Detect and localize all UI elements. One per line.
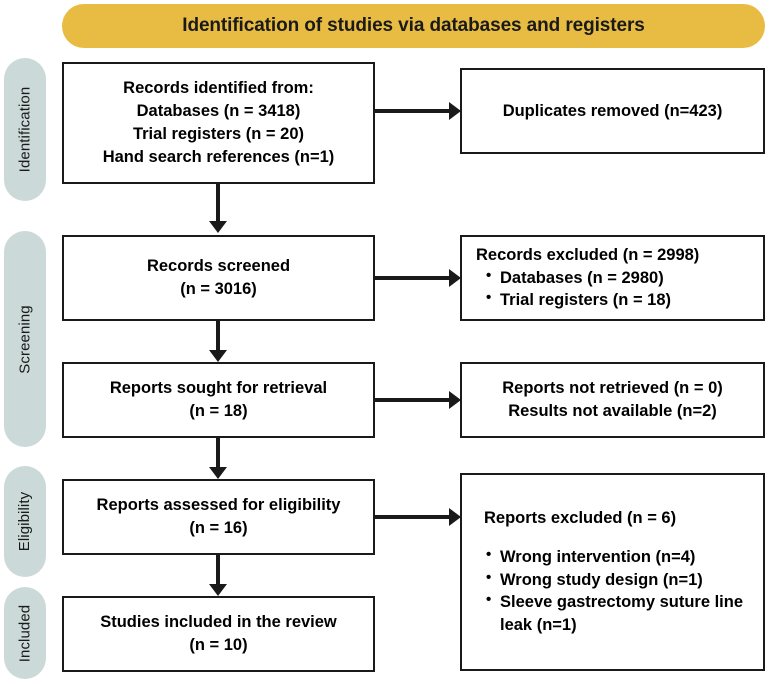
- box-reports-not-retrieved: Reports not retrieved (n = 0) Results no…: [460, 362, 765, 438]
- arrowhead-identified-to-duplicates: [449, 102, 461, 120]
- arrowhead-sought-to-assessed: [209, 467, 227, 479]
- connector-screened-to-excluded: [375, 276, 452, 280]
- records-identified-line-2: Databases (n = 3418): [136, 102, 301, 121]
- stage-label-eligibility: Eligibility: [16, 491, 34, 552]
- records-identified-line-4: Hand search references (n=1): [102, 147, 335, 166]
- stage-pill-identification: Identification: [4, 58, 46, 201]
- arrowhead-identified-to-screened: [209, 221, 227, 233]
- stage-pill-included: Included: [4, 587, 46, 679]
- arrowhead-assessed-to-excluded: [449, 508, 461, 526]
- connector-sought-to-not-retrieved: [375, 398, 452, 402]
- box-studies-included: Studies included in the review (n = 10): [62, 596, 375, 672]
- connector-identified-to-duplicates: [375, 109, 452, 113]
- records-identified-line-1: Records identified from:: [123, 79, 314, 98]
- records-identified-line-3: Trial registers (n = 20): [132, 125, 305, 143]
- stage-label-screening: Screening: [16, 304, 34, 374]
- stage-pill-screening: Screening: [4, 231, 46, 447]
- arrowhead-screened-to-sought: [209, 350, 227, 362]
- reports-assessed-line-2: (n = 16): [189, 519, 248, 537]
- reports-excluded-heading: Reports excluded (n = 6): [484, 509, 677, 528]
- connector-sought-to-assessed: [216, 438, 220, 470]
- reports-assessed-line-1: Reports assessed for eligibility: [96, 496, 341, 515]
- duplicates-removed-line-1: Duplicates removed (n=423): [502, 101, 723, 120]
- reports-sought-line-1: Reports sought for retrieval: [109, 379, 328, 398]
- stage-label-identification: Identification: [16, 86, 34, 173]
- box-records-identified: Records identified from: Databases (n = …: [62, 62, 375, 184]
- stage-pill-eligibility: Eligibility: [4, 466, 46, 577]
- reports-excluded-bullet-list: Wrong intervention (n=4) Wrong study des…: [462, 545, 752, 637]
- arrowhead-assessed-to-included: [209, 584, 227, 596]
- box-records-screened: Records screened (n = 3016): [62, 235, 375, 321]
- records-excluded-bullet-list: Databases (n = 2980) Trial registers (n …: [462, 266, 671, 313]
- connector-assessed-to-included: [216, 555, 220, 587]
- connector-assessed-to-excluded: [375, 515, 452, 519]
- studies-included-line-1: Studies included in the review: [100, 613, 337, 632]
- reports-sought-line-2: (n = 18): [189, 402, 248, 420]
- arrowhead-sought-to-not-retrieved: [449, 391, 461, 409]
- connector-identified-to-screened: [216, 184, 220, 224]
- reports-excluded-bullet-1: Wrong intervention (n=4): [484, 545, 752, 569]
- reports-not-retrieved-line-1: Reports not retrieved (n = 0): [502, 379, 723, 398]
- banner-title: Identification of studies via databases …: [182, 15, 645, 36]
- studies-included-line-2: (n = 10): [189, 636, 248, 654]
- arrowhead-screened-to-excluded: [449, 269, 461, 287]
- records-excluded-bullet-2: Trial registers (n = 18): [484, 288, 671, 312]
- records-excluded-heading: Records excluded (n = 2998): [476, 245, 700, 264]
- stage-label-included: Included: [16, 604, 34, 662]
- box-duplicates-removed: Duplicates removed (n=423): [460, 68, 765, 154]
- reports-not-retrieved-line-2: Results not available (n=2): [508, 402, 717, 420]
- records-excluded-bullet-1: Databases (n = 2980): [484, 266, 671, 290]
- box-reports-sought: Reports sought for retrieval (n = 18): [62, 362, 375, 438]
- connector-screened-to-sought: [216, 321, 220, 353]
- reports-excluded-bullet-3: Sleeve gastrectomy suture line leak (n=1…: [484, 590, 752, 637]
- box-reports-excluded: Reports excluded (n = 6) Wrong intervent…: [460, 473, 765, 671]
- reports-excluded-bullet-2: Wrong study design (n=1): [484, 568, 752, 592]
- box-records-excluded: Records excluded (n = 2998) Databases (n…: [460, 235, 765, 321]
- box-reports-assessed: Reports assessed for eligibility (n = 16…: [62, 479, 375, 555]
- records-screened-line-1: Records screened: [146, 257, 291, 276]
- records-screened-line-2: (n = 3016): [180, 280, 257, 298]
- diagram-banner: Identification of studies via databases …: [62, 4, 765, 48]
